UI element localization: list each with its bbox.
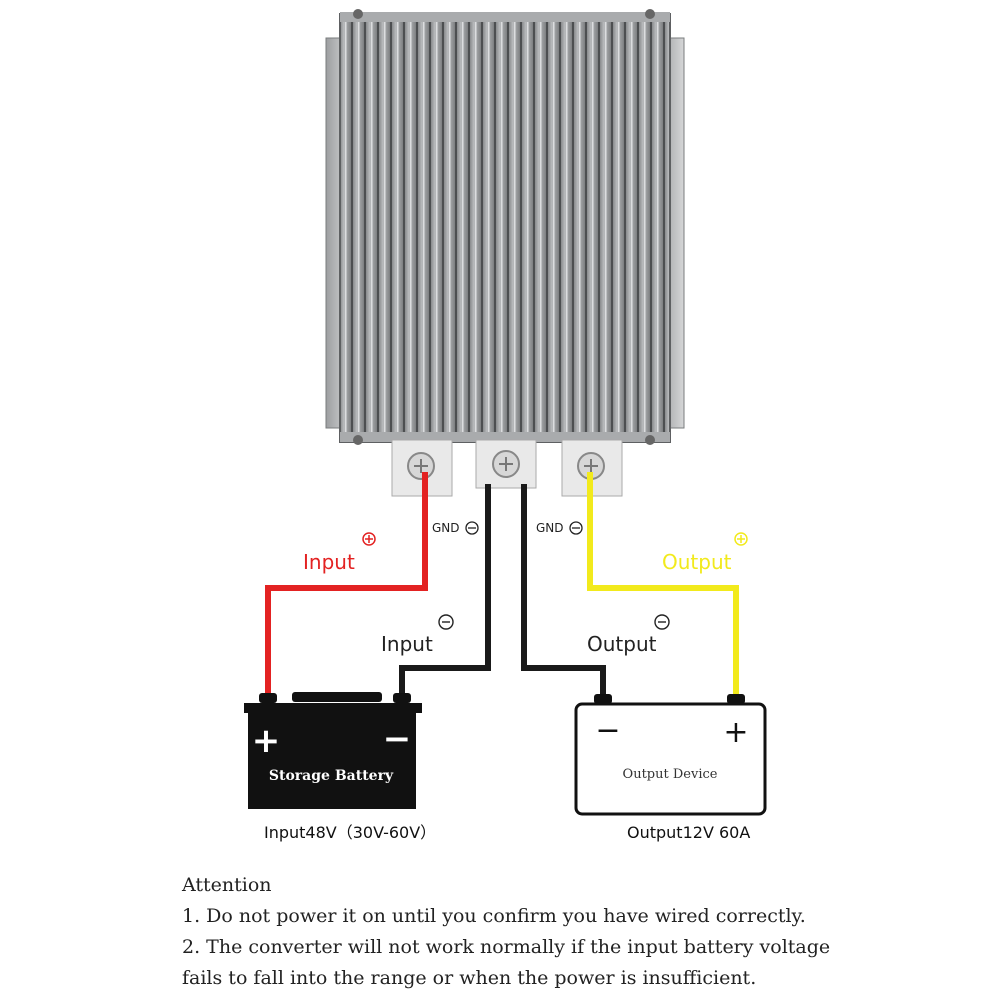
output-positive-label: Output (662, 550, 732, 574)
heatsink-bottom-edge (340, 432, 670, 442)
gnd-right-label: GND (536, 521, 564, 535)
battery-terminal-positive (259, 693, 277, 703)
output-positive-wire (587, 472, 739, 697)
battery-label: Storage Battery (269, 768, 394, 784)
battery-center-cap (292, 692, 382, 702)
battery-minus-sign: − (383, 719, 412, 759)
battery-body (248, 713, 416, 809)
input-positive-label: Input (303, 550, 355, 574)
attention-line-3: fails to fall into the range or when the… (182, 967, 757, 989)
input-negative-wire (399, 484, 491, 697)
screw-icon (645, 435, 655, 445)
input-spec: Input48V（30V-60V） (264, 823, 436, 842)
heatsink-top-edge (340, 12, 670, 22)
circled-minus-icon (465, 521, 479, 535)
circled-minus-icon (569, 521, 583, 535)
attention-title: Attention (182, 874, 272, 896)
circled-minus-icon (438, 614, 454, 630)
device-plus-sign: + (723, 715, 748, 750)
output-negative-wire (521, 484, 606, 697)
output-negative-label: Output (587, 632, 657, 656)
device-terminal-positive (727, 694, 745, 704)
circled-plus-icon (734, 532, 748, 546)
battery-terminal-negative (393, 693, 411, 703)
input-negative-label: Input (381, 632, 433, 656)
screw-icon (353, 435, 363, 445)
battery-top-ledge (244, 703, 422, 713)
input-positive-wire (265, 472, 428, 697)
output-spec: Output12V 60A (627, 823, 750, 842)
output-device: − + Output Device (574, 694, 767, 816)
dc-converter (325, 9, 685, 445)
terminal-input-positive (391, 439, 453, 497)
terminal-ground (475, 439, 537, 489)
device-body (574, 702, 767, 816)
device-terminal-negative (594, 694, 612, 704)
device-minus-sign: − (595, 713, 620, 748)
heatsink-body (339, 13, 671, 443)
battery-plus-sign: + (252, 721, 281, 761)
attention-line-2: 2. The converter will not work normally … (182, 936, 831, 958)
attention-line-1: 1. Do not power it on until you confirm … (182, 905, 806, 927)
storage-battery: + − Storage Battery (244, 692, 422, 809)
attention-notes: Attention 1. Do not power it on until yo… (182, 870, 982, 994)
circled-plus-icon (362, 532, 376, 546)
screw-icon (645, 9, 655, 19)
device-label: Output Device (623, 767, 718, 782)
gnd-left-label: GND (432, 521, 460, 535)
circled-minus-icon (654, 614, 670, 630)
screw-icon (353, 9, 363, 19)
